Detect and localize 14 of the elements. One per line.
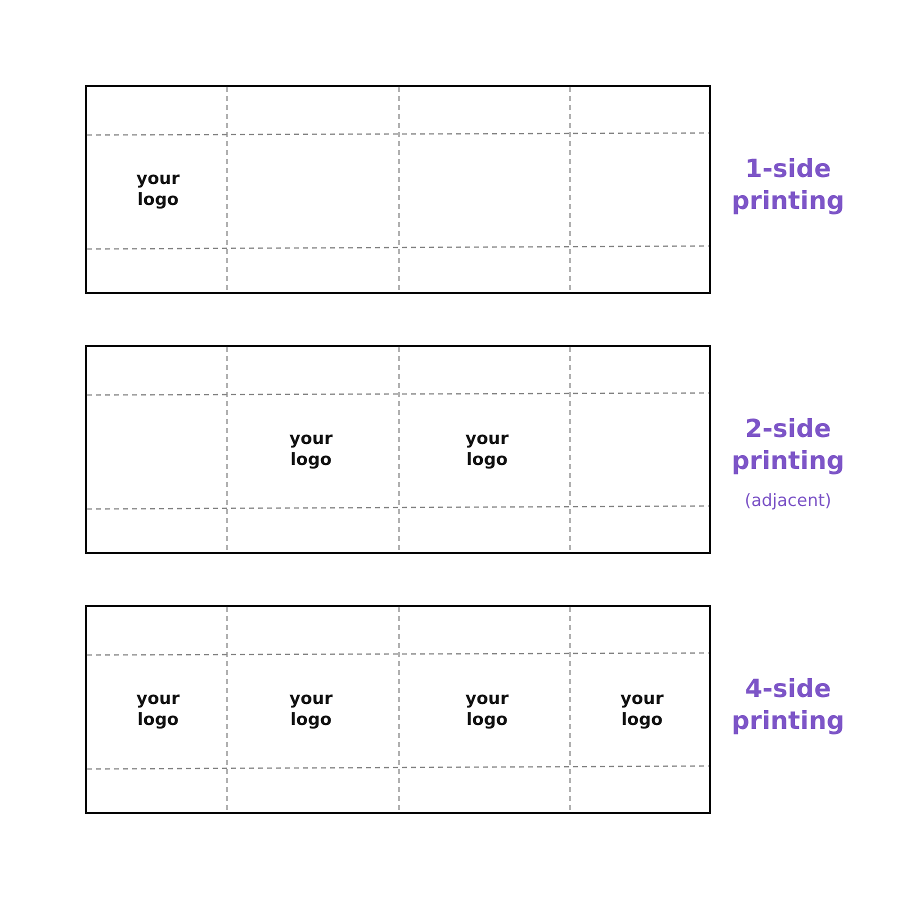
placeholder-text: your logo [464,689,510,731]
printing-option-label: 4-side printing [730,673,846,737]
printing-option-label: 1-side printing [730,153,846,217]
placeholder-text: your logo [464,429,510,471]
placeholder-text: your logo [288,429,334,471]
box-template-panel [85,345,711,554]
placeholder-text: your logo [288,689,334,731]
placeholder-text: your logo [135,689,181,731]
note-text: (adjacent) [744,491,832,511]
placeholder-text: your logo [135,169,181,211]
placeholder-text: your logo [619,689,665,731]
box-template-panel [85,605,711,814]
printing-option-label: 2-side printing [730,413,846,477]
box-template-panel [85,85,711,294]
